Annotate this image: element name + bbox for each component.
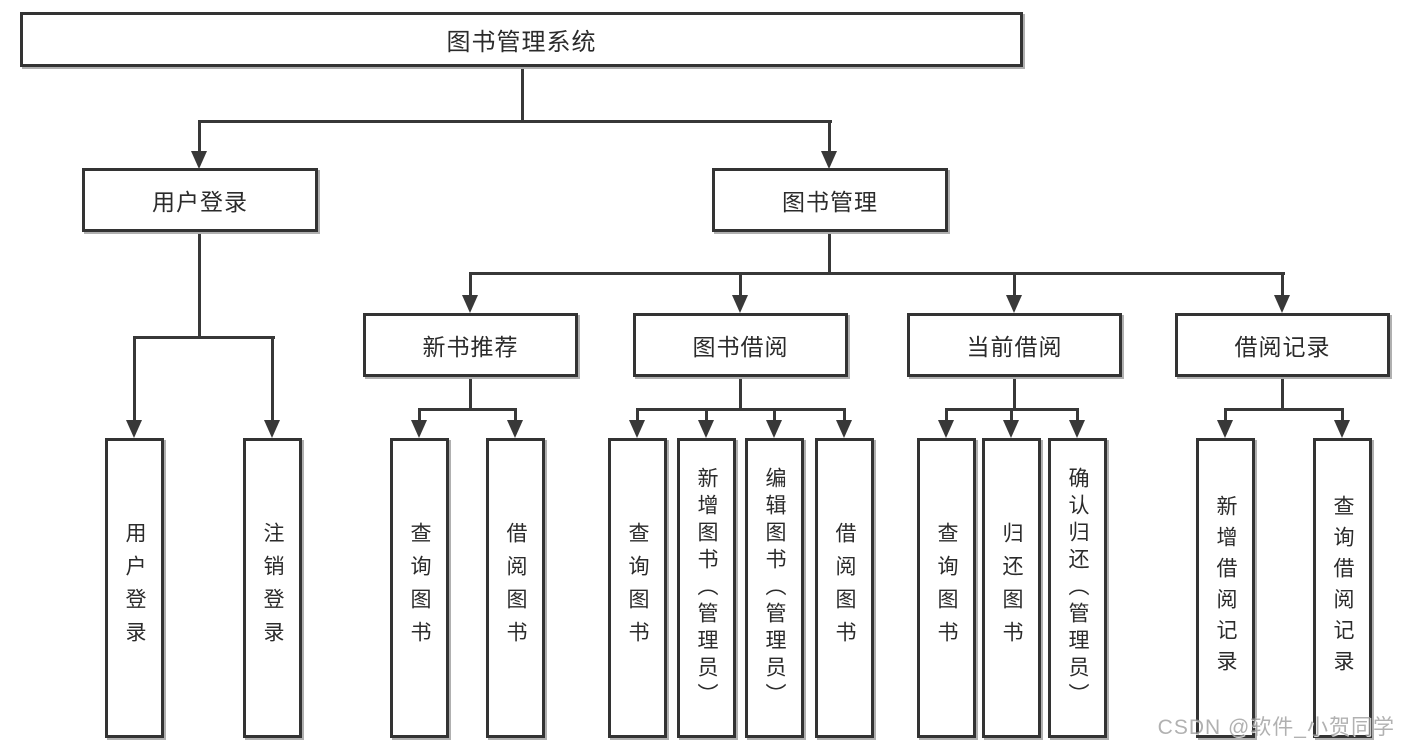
arrowhead-login-leaf1 — [126, 420, 142, 438]
node-leaf-confirm-return-admin: 确认归还（管理员） — [1048, 438, 1107, 738]
connector-current-stem — [1013, 377, 1016, 408]
leaf-label: 查询借阅记录 — [1331, 495, 1354, 681]
connector-lvl2-drop-3 — [1013, 272, 1016, 298]
node-leaf-query-books-current: 查询图书 — [917, 438, 976, 738]
arrowhead-borrow-2 — [698, 420, 714, 438]
arrowhead-borrow-1 — [629, 420, 645, 438]
connector-current-drop-2 — [1010, 408, 1013, 424]
connector-current-drop-1 — [945, 408, 948, 424]
node-current-borrow: 当前借阅 — [907, 313, 1122, 377]
arrowhead-user-login — [191, 151, 207, 169]
connector-record-bar — [1224, 408, 1344, 411]
node-leaf-add-books-admin: 新增图书（管理员） — [677, 438, 736, 738]
leaf-label: 查询图书 — [626, 522, 649, 654]
connector-newbook-drop-1 — [418, 408, 421, 424]
leaf-label: 注销登录 — [261, 522, 284, 654]
leaf-label: 借阅图书 — [504, 522, 527, 654]
connector-current-drop-3 — [1076, 408, 1079, 424]
leaf-label: 编辑图书（管理员） — [763, 466, 786, 710]
arrowhead-lvl2-1 — [462, 295, 478, 313]
arrowhead-borrow-4 — [836, 420, 852, 438]
leaf-label: 新增借阅记录 — [1214, 495, 1237, 681]
node-book-borrow: 图书借阅 — [633, 313, 848, 377]
node-book-management-branch: 图书管理 — [712, 168, 948, 232]
connector-lvl2-drop-2 — [739, 272, 742, 298]
node-leaf-query-books-recommend: 查询图书 — [390, 438, 449, 738]
arrowhead-login-leaf2 — [264, 420, 280, 438]
connector-newbook-stem — [469, 377, 472, 408]
node-leaf-borrow-books: 借阅图书 — [815, 438, 874, 738]
leaf-label: 新增图书（管理员） — [695, 466, 718, 710]
watermark: CSDN @软件_小贺同学 — [1157, 716, 1395, 739]
node-library-system: 图书管理系统 — [20, 12, 1023, 67]
node-leaf-add-borrow-record: 新增借阅记录 — [1196, 438, 1255, 738]
arrowhead-newbook-2 — [507, 420, 523, 438]
arrowhead-current-2 — [1003, 420, 1019, 438]
arrowhead-current-1 — [938, 420, 954, 438]
node-leaf-return-books: 归还图书 — [982, 438, 1041, 738]
connector-borrow-drop-1 — [636, 408, 639, 424]
connector-borrow-stem — [739, 377, 742, 408]
leaf-label: 查询图书 — [935, 522, 958, 654]
connector-borrow-bar — [636, 408, 846, 411]
connector-lvl2-drop-4 — [1281, 272, 1284, 298]
leaf-label: 归还图书 — [1000, 522, 1023, 654]
leaf-label: 查询图书 — [408, 522, 431, 654]
arrowhead-lvl2-3 — [1006, 295, 1022, 313]
node-user-login-branch: 用户登录 — [82, 168, 318, 232]
arrowhead-lvl2-4 — [1274, 295, 1290, 313]
node-leaf-logout: 注销登录 — [243, 438, 302, 738]
node-leaf-user-login: 用户登录 — [105, 438, 164, 738]
connector-borrow-drop-2 — [705, 408, 708, 424]
connector-borrow-drop-4 — [843, 408, 846, 424]
node-leaf-query-books: 查询图书 — [608, 438, 667, 738]
connector-book-mgmt-drop — [828, 120, 831, 154]
connector-user-login-drop — [198, 120, 201, 154]
connector-login-leaf2-drop — [271, 336, 274, 422]
arrowhead-record-1 — [1217, 420, 1233, 438]
node-borrow-record: 借阅记录 — [1175, 313, 1390, 377]
leaf-label: 用户登录 — [123, 522, 146, 654]
connector-newbook-bar — [418, 408, 517, 411]
connector-record-drop-1 — [1224, 408, 1227, 424]
node-leaf-query-borrow-record: 查询借阅记录 — [1313, 438, 1372, 738]
arrowhead-book-mgmt — [821, 151, 837, 169]
connector-user-login-bar — [133, 336, 275, 339]
connector-lvl2-drop-1 — [469, 272, 472, 298]
node-new-book-recommend: 新书推荐 — [363, 313, 578, 377]
node-leaf-borrow-books-recommend: 借阅图书 — [486, 438, 545, 738]
arrowhead-lvl2-2 — [732, 295, 748, 313]
arrowhead-borrow-3 — [766, 420, 782, 438]
connector-book-mgmt-bar — [469, 272, 1285, 275]
connector-borrow-drop-3 — [773, 408, 776, 424]
connector-root-bar — [198, 120, 832, 123]
arrowhead-current-3 — [1069, 420, 1085, 438]
connector-record-drop-2 — [1341, 408, 1344, 424]
connector-root-stem — [521, 67, 524, 120]
leaf-label: 确认归还（管理员） — [1066, 466, 1089, 710]
arrowhead-record-2 — [1334, 420, 1350, 438]
connector-book-mgmt-stem — [828, 232, 831, 272]
connector-login-leaf1-drop — [133, 336, 136, 422]
connector-user-login-stem — [198, 232, 201, 336]
connector-newbook-drop-2 — [514, 408, 517, 424]
leaf-label: 借阅图书 — [833, 522, 856, 654]
connector-record-stem — [1281, 377, 1284, 408]
node-leaf-edit-books-admin: 编辑图书（管理员） — [745, 438, 804, 738]
arrowhead-newbook-1 — [411, 420, 427, 438]
